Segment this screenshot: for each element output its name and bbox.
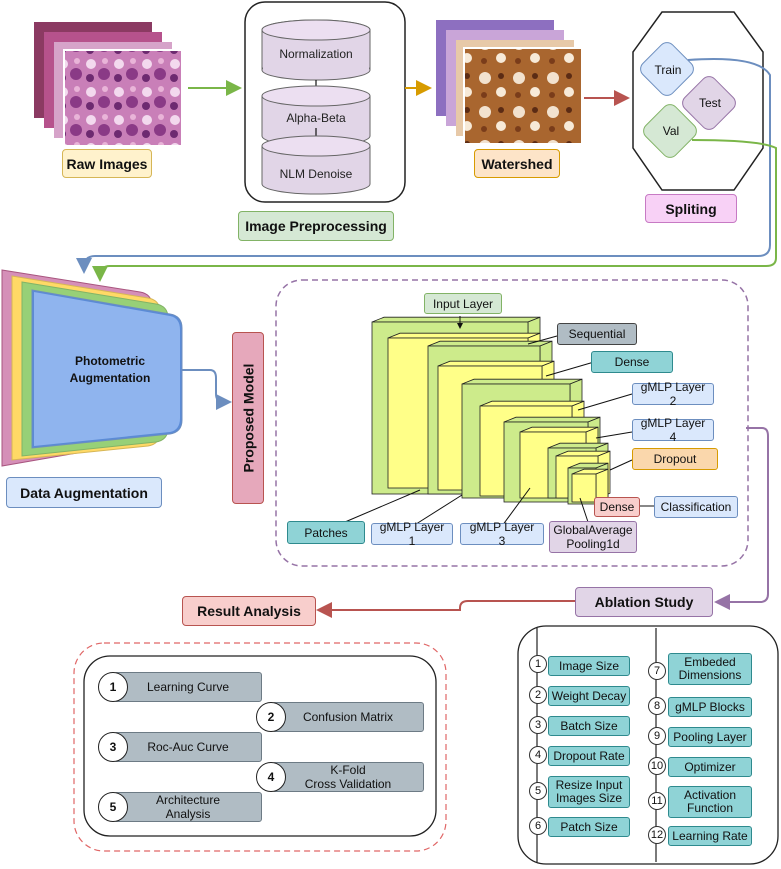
- result-item-number: 2: [256, 702, 286, 732]
- nlm-denoise-label: NLM Denoise: [279, 167, 353, 181]
- ablation-item-label: Activation Function: [668, 786, 752, 818]
- gmlp-layer-4-label: gMLP Layer 4: [632, 416, 714, 444]
- train-diamond: [640, 42, 694, 96]
- ablation-item-number: 6: [529, 817, 547, 835]
- normalization-label: Normalization: [279, 47, 353, 61]
- result-item-label: Architecture Analysis: [114, 792, 262, 822]
- model-blocks: [371, 316, 611, 505]
- proposed-model-text: Proposed Model: [240, 363, 256, 473]
- ablation-item-label: Embeded Dimensions: [668, 653, 752, 685]
- ablation-item-label: Dropout Rate: [548, 746, 630, 766]
- val-diamond: [643, 104, 697, 158]
- ablation-item-label: Resize Input Images Size: [548, 776, 630, 808]
- result-item-label: Roc-Auc Curve: [114, 732, 262, 762]
- ablation-study-label: Ablation Study: [575, 587, 713, 617]
- dense-label: Dense: [591, 351, 673, 373]
- proposed-model-label: Proposed Model: [232, 332, 264, 504]
- result-item-label: Learning Curve: [114, 672, 262, 702]
- ablation-item-label: Optimizer: [668, 757, 752, 777]
- train-label: Train: [654, 63, 682, 77]
- result-dashed-frame: [73, 642, 447, 852]
- model-leader-lines: [344, 316, 654, 529]
- ablation-item-number: 11: [648, 792, 666, 810]
- gmlp-layer-2-label: gMLP Layer 2: [632, 380, 714, 408]
- dense-small-label: Dense: [594, 497, 640, 517]
- arrow-val-to-augmentation: [92, 139, 777, 282]
- ablation-item-label: Batch Size: [548, 716, 630, 736]
- result-item-number: 1: [98, 672, 128, 702]
- dropout-label: Dropout: [632, 448, 718, 470]
- ablation-item-number: 4: [529, 746, 547, 764]
- sequential-label: Sequential: [557, 323, 637, 345]
- ablation-item-number: 7: [648, 662, 666, 680]
- watershed-stack: [436, 20, 583, 145]
- arrow-ablation-to-result: [316, 600, 575, 618]
- arrow-augmentation-to-model: [182, 369, 232, 410]
- val-label: Val: [662, 124, 680, 138]
- raw-images-label: Raw Images: [62, 149, 152, 178]
- result-analysis-label: Result Analysis: [182, 596, 316, 626]
- data-augmentation-label: Data Augmentation: [6, 477, 162, 508]
- ablation-item-label: Pooling Layer: [668, 727, 752, 747]
- watershed-label: Watershed: [474, 149, 560, 178]
- cylinder-normalization: [261, 19, 371, 81]
- image-preprocessing-label: Image Preprocessing: [238, 211, 394, 241]
- photometric-augmentation-label: Photometric Augmentation: [69, 354, 151, 385]
- raw-image-card: [63, 49, 183, 147]
- alpha-beta-label: Alpha-Beta: [286, 111, 346, 125]
- spliting-label: Spliting: [645, 194, 737, 223]
- result-item-number: 5: [98, 792, 128, 822]
- test-diamond: [682, 76, 736, 130]
- global-average-pooling-label: GlobalAverage Pooling1d: [549, 521, 637, 553]
- ablation-item-number: 8: [648, 697, 666, 715]
- watershed-image-card: [463, 47, 583, 145]
- arrow-model-to-ablation: [714, 427, 769, 610]
- ablation-item-label: Learning Rate: [668, 826, 752, 846]
- model-layer-block: [571, 468, 609, 503]
- ablation-item-number: 3: [529, 716, 547, 734]
- augmentation-layers: [1, 269, 183, 467]
- ablation-item-label: Image Size: [548, 656, 630, 676]
- ablation-item-label: Patch Size: [548, 817, 630, 837]
- ablation-item-number: 10: [648, 757, 666, 775]
- classification-label: Classification: [654, 496, 738, 518]
- input-layer-label: Input Layer: [424, 293, 502, 314]
- result-item-number: 3: [98, 732, 128, 762]
- ablation-item-label: gMLP Blocks: [668, 697, 752, 717]
- ablation-item-number: 12: [648, 826, 666, 844]
- test-label: Test: [698, 96, 721, 110]
- cylinder-nlm-denoise: [261, 135, 371, 195]
- ablation-item-number: 1: [529, 655, 547, 673]
- ablation-item-label: Weight Decay: [548, 686, 630, 706]
- arrow-train-to-augmentation: [76, 58, 771, 274]
- result-item-label: K-Fold Cross Validation: [272, 762, 424, 792]
- ablation-item-number: 9: [648, 727, 666, 745]
- result-item-label: Confusion Matrix: [272, 702, 424, 732]
- gmlp-layer-3-label: gMLP Layer 3: [460, 520, 544, 548]
- gmlp-layer-1-label: gMLP Layer 1: [371, 520, 453, 548]
- result-item-number: 4: [256, 762, 286, 792]
- model-frame: [275, 279, 749, 567]
- raw-images-stack: [34, 22, 183, 147]
- patches-label: Patches: [287, 521, 365, 544]
- ablation-item-number: 2: [529, 686, 547, 704]
- ablation-item-number: 5: [529, 782, 547, 800]
